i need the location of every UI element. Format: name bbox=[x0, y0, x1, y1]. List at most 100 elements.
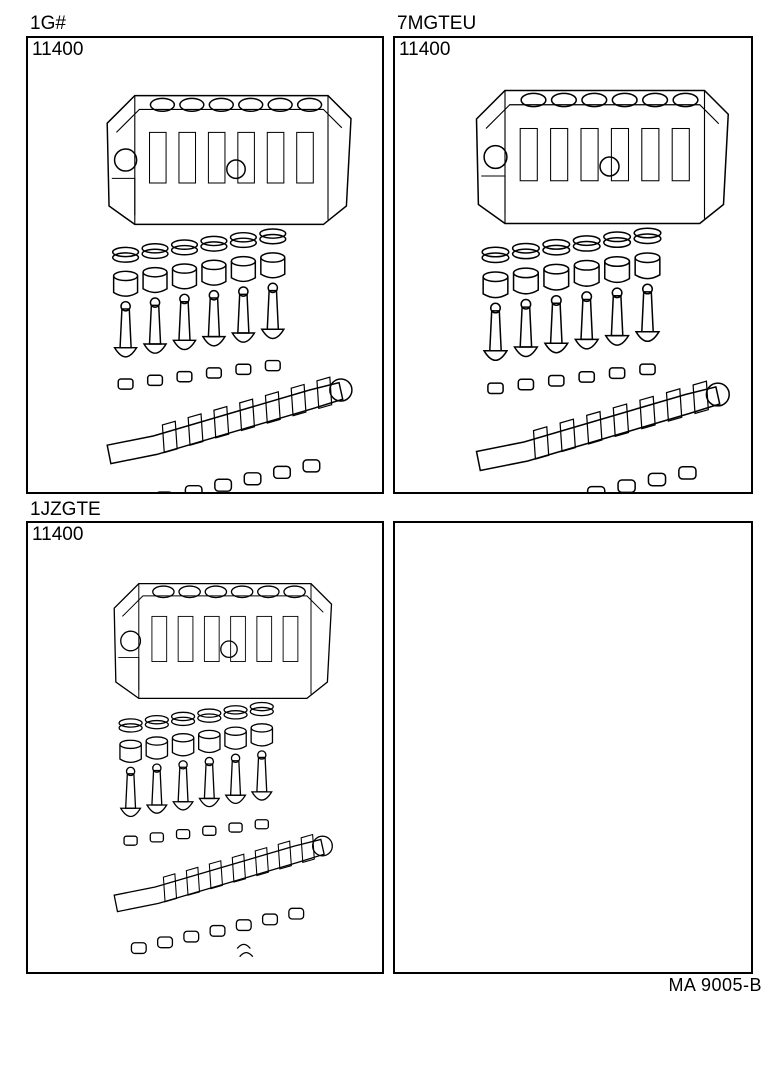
piston-ring bbox=[542, 238, 571, 250]
block-boss bbox=[599, 156, 620, 177]
cylinder-bore bbox=[283, 585, 306, 599]
block-rib bbox=[177, 615, 194, 662]
connecting-rod bbox=[124, 773, 137, 809]
rod-big-end bbox=[543, 342, 570, 354]
cylinder-bore bbox=[550, 92, 578, 108]
piston-ring bbox=[170, 711, 196, 722]
crank-web bbox=[161, 420, 178, 454]
piston-ring bbox=[223, 705, 248, 715]
piston bbox=[543, 269, 570, 291]
main-bearing bbox=[288, 907, 305, 920]
piston-ring bbox=[200, 235, 228, 247]
panel-empty bbox=[393, 521, 753, 974]
rod-big-end bbox=[482, 350, 509, 362]
piston bbox=[112, 275, 139, 297]
piston-crown bbox=[230, 255, 257, 267]
thrust-washer bbox=[236, 943, 251, 949]
connecting-rod bbox=[519, 306, 533, 348]
rod-small-end bbox=[550, 294, 562, 306]
cylinder-bore bbox=[149, 97, 176, 112]
piston bbox=[260, 257, 286, 279]
part-number-1jzgte: 11400 bbox=[32, 524, 84, 545]
rod-big-end bbox=[604, 334, 630, 346]
cylinder-bore bbox=[520, 92, 547, 108]
block-edge-lines bbox=[134, 95, 329, 225]
rod-big-end bbox=[201, 335, 227, 347]
rod-small-end bbox=[611, 287, 623, 299]
rod-small-end bbox=[520, 298, 532, 310]
piston-ring bbox=[481, 252, 510, 264]
connecting-rod bbox=[610, 294, 624, 337]
main-bearing bbox=[302, 459, 321, 473]
connecting-rod bbox=[229, 760, 242, 796]
rod-small-end bbox=[204, 756, 215, 767]
block-rib bbox=[671, 127, 690, 182]
piston bbox=[119, 744, 142, 764]
rod-big-end bbox=[142, 343, 168, 354]
rod-small-end bbox=[230, 753, 241, 764]
rod-big-end bbox=[198, 797, 221, 808]
rod-big-end bbox=[119, 807, 142, 818]
rod-big-end bbox=[172, 801, 195, 811]
panel-1jzgte: 11400 bbox=[26, 521, 384, 974]
block-rib bbox=[149, 131, 167, 184]
main-bearing bbox=[214, 478, 233, 492]
rod-small-end bbox=[178, 760, 188, 770]
cylinder-bore bbox=[641, 92, 669, 108]
block-rib bbox=[282, 615, 299, 662]
short-block-illustration-1g bbox=[106, 94, 353, 492]
piston-ring bbox=[259, 228, 287, 239]
main-bearing bbox=[272, 465, 292, 480]
cylinder-bore bbox=[296, 97, 323, 112]
crank-web bbox=[586, 410, 603, 445]
block-flange bbox=[111, 177, 136, 216]
piston-crown bbox=[171, 733, 195, 743]
block-rib bbox=[550, 127, 569, 182]
main-bearing bbox=[184, 484, 203, 492]
block-rib bbox=[178, 131, 197, 184]
piston bbox=[482, 276, 509, 299]
crank-web bbox=[612, 403, 630, 438]
cylinder-bore bbox=[204, 585, 228, 599]
block-deck-line bbox=[485, 104, 720, 129]
crank-web bbox=[692, 380, 709, 415]
main-bearing bbox=[617, 479, 636, 492]
cylinder-bore bbox=[179, 97, 205, 112]
connecting-rod bbox=[119, 308, 132, 349]
block-rib bbox=[230, 615, 246, 662]
rod-bearing bbox=[117, 378, 134, 390]
cylinder-bore bbox=[581, 92, 608, 108]
block-rib bbox=[237, 131, 255, 184]
cylinder-block bbox=[475, 89, 730, 225]
rod-bearing bbox=[149, 832, 165, 843]
rod-bearing bbox=[547, 374, 565, 387]
rod-small-end bbox=[581, 291, 593, 303]
crank-web bbox=[665, 387, 683, 422]
rod-bearing bbox=[205, 367, 223, 379]
piston bbox=[145, 741, 169, 760]
rod-big-end bbox=[224, 794, 247, 805]
piston-crown bbox=[512, 267, 540, 279]
cylinder-bore bbox=[267, 97, 293, 112]
block-flange bbox=[118, 656, 140, 691]
piston-crown bbox=[250, 723, 274, 733]
main-bearing bbox=[647, 472, 667, 487]
block-rib bbox=[266, 131, 285, 184]
rod-small-end bbox=[149, 297, 161, 308]
block-boss bbox=[483, 144, 508, 170]
panel-1g: 11400 bbox=[26, 36, 384, 494]
piston-ring bbox=[542, 244, 571, 256]
panel-7mgteu: 11400 bbox=[393, 36, 753, 494]
block-boss bbox=[226, 159, 246, 180]
block-edge-lines bbox=[138, 583, 312, 699]
rod-small-end bbox=[489, 302, 502, 314]
crank-web bbox=[264, 391, 281, 424]
rod-big-end bbox=[145, 804, 168, 814]
block-edge-lines bbox=[504, 90, 706, 224]
piston bbox=[634, 257, 661, 280]
connecting-rod bbox=[151, 769, 163, 806]
piston-crown bbox=[171, 263, 198, 274]
crank-web bbox=[239, 398, 256, 432]
block-rib bbox=[610, 127, 630, 182]
piston-ring bbox=[118, 723, 143, 733]
